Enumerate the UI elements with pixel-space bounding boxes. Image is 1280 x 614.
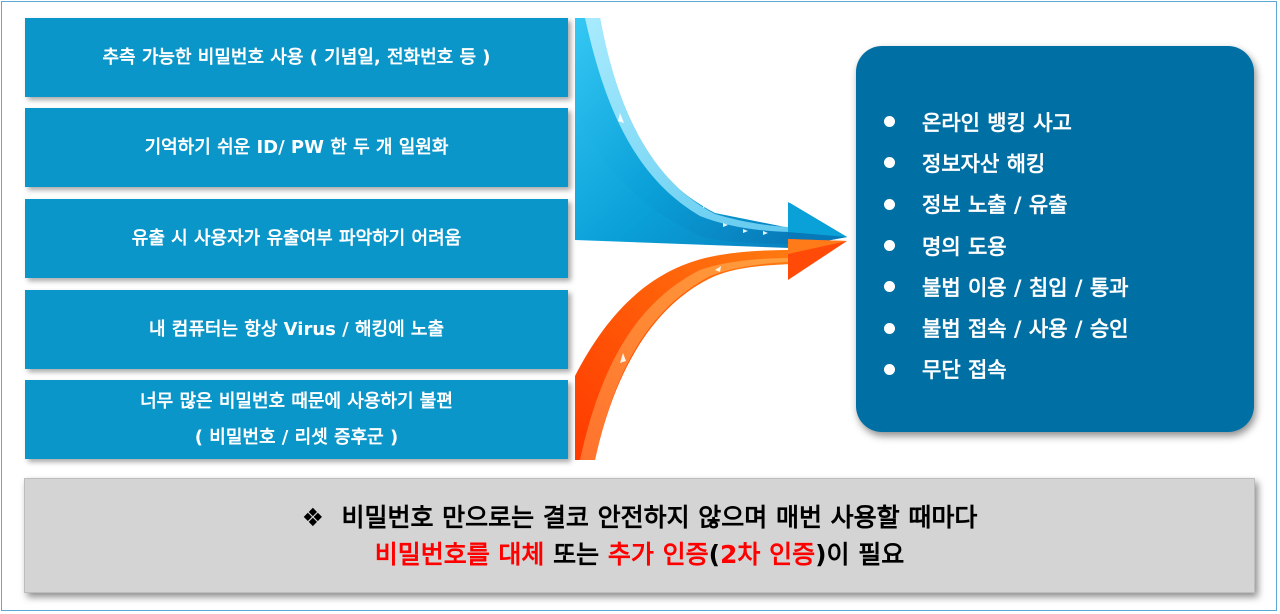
highlight-additional-auth: 추가 인증 [607,539,709,569]
blue-arrow [575,18,847,248]
bullet-icon [884,281,895,293]
consequence-text: 명의 도용 [922,234,1007,259]
consequence-text: 정보자산 해킹 [922,151,1046,176]
conclusion-line-1: ❖ 비밀번호 만으로는 결코 안전하지 않으며 매번 사용할 때마다 [302,499,978,536]
consequence-text: 불법 접속 / 사용 / 승인 [922,317,1129,342]
list-item: 명의 도용 [884,225,1128,266]
conclusion-text: 비밀번호 만으로는 결코 안전하지 않으며 매번 사용할 때마다 [341,502,978,532]
consequences-list: 온라인 뱅킹 사고 정보자산 해킹 정보 노출 / 유출 명의 도용 불법 이용… [884,101,1128,390]
cause-box-too-many-passwords: 너무 많은 비밀번호 때문에 사용하기 불편 ( 비밀번호 / 리셋 증후군 ) [25,380,568,459]
cause-subtext: ( 비밀번호 / 리셋 증후군 ) [194,426,399,448]
consequence-text: 온라인 뱅킹 사고 [922,110,1072,135]
list-item: 정보 노출 / 유출 [884,184,1128,225]
diamond-bullet-icon: ❖ [301,502,325,532]
conclusion-text: 또는 [544,539,608,569]
bullet-icon [884,363,895,375]
list-item: 온라인 뱅킹 사고 [884,101,1128,142]
merging-arrows [575,18,847,460]
orange-arrow [575,239,847,460]
cause-box-guessable-password: 추측 가능한 비밀번호 사용 ( 기념일, 전화번호 등 ) [25,18,568,97]
conclusion-text: )이 필요 [815,539,905,569]
cause-box-virus-exposure: 내 컴퓨터는 항상 Virus / 해킹에 노출 [25,290,568,369]
bullet-icon [884,116,895,128]
cause-box-single-id-pw: 기억하기 쉬운 ID/ PW 한 두 개 일원화 [25,108,568,187]
cause-text: 추측 가능한 비밀번호 사용 ( 기념일, 전화번호 등 ) [102,46,491,68]
bullet-icon [884,240,895,252]
list-item: 불법 접속 / 사용 / 승인 [884,307,1128,348]
list-item: 정보자산 해킹 [884,142,1128,183]
bullet-icon [884,157,895,169]
consequence-text: 정보 노출 / 유출 [922,193,1068,218]
consequence-text: 무단 접속 [922,358,1007,383]
highlight-replace-password: 비밀번호를 대체 [374,539,545,569]
bullet-icon [884,198,895,210]
cause-text: 유출 시 사용자가 유출여부 파악하기 어려움 [131,227,462,249]
bullet-icon [884,322,895,334]
consequence-text: 불법 이용 / 침입 / 통과 [922,275,1129,300]
cause-text: 너무 많은 비밀번호 때문에 사용하기 불편 [140,390,453,412]
list-item: 불법 이용 / 침입 / 통과 [884,266,1128,307]
arrow-motion-marks [618,113,768,363]
conclusion-box: ❖ 비밀번호 만으로는 결코 안전하지 않으며 매번 사용할 때마다 비밀번호를… [24,478,1255,593]
cause-text: 내 컴퓨터는 항상 Virus / 해킹에 노출 [148,318,445,340]
conclusion-line-2: 비밀번호를 대체 또는 추가 인증(2차 인증)이 필요 [375,536,905,573]
list-item: 무단 접속 [884,349,1128,390]
cause-box-leak-undetectable: 유출 시 사용자가 유출여부 파악하기 어려움 [25,199,568,278]
highlight-2fa: 2차 인증 [720,539,816,569]
consequences-panel: 온라인 뱅킹 사고 정보자산 해킹 정보 노출 / 유출 명의 도용 불법 이용… [856,46,1254,432]
cause-text: 기억하기 쉬운 ID/ PW 한 두 개 일원화 [144,136,449,158]
conclusion-text: ( [708,539,721,569]
